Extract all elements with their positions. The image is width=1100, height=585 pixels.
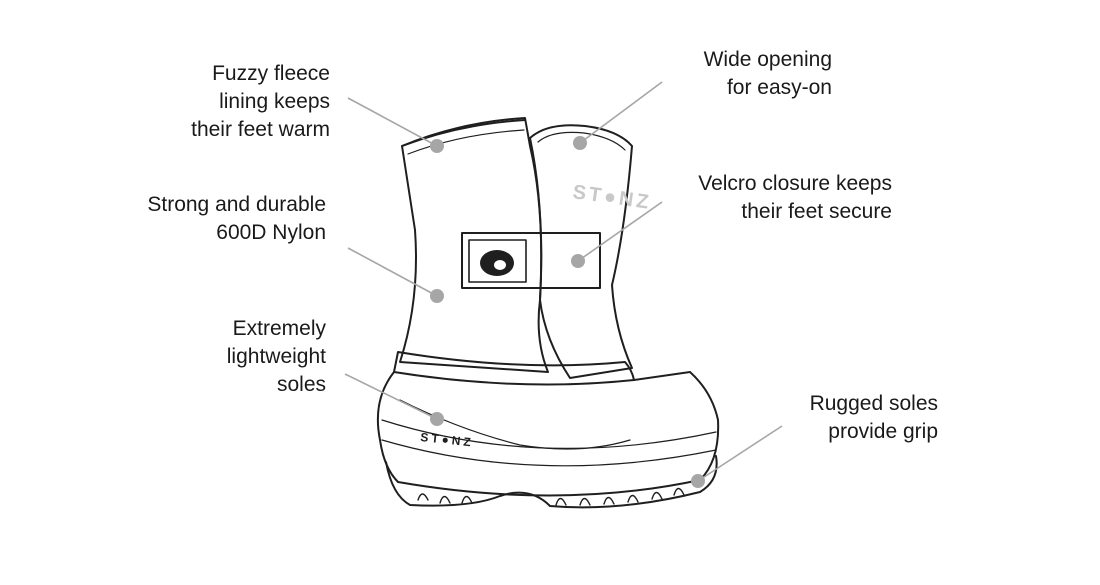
callout-dots (430, 136, 705, 488)
tread-lugs (417, 487, 685, 506)
dot-rugged (691, 474, 705, 488)
brand-mark-toe: ST●NZ (420, 430, 475, 450)
foot-logo-icon (480, 250, 514, 276)
callout-soles: Extremely lightweight soles (227, 315, 326, 399)
leader-velcro (577, 201, 663, 262)
dot-opening (573, 136, 587, 150)
boot-shell-top (393, 351, 635, 386)
callout-fleece-line-3: their feet warm (191, 118, 330, 141)
callout-velcro-line-2: their feet secure (741, 200, 892, 223)
brand-mark-upper: ST●NZ (571, 181, 653, 214)
callout-rugged-line-1: Rugged soles (809, 392, 938, 415)
callout-nylon-line-2: 600D Nylon (216, 221, 326, 244)
callout-soles-line-2: lightweight (226, 345, 326, 368)
callout-opening-line-1: Wide opening (703, 48, 832, 71)
dot-nylon (430, 289, 444, 303)
leader-opening (579, 81, 663, 144)
leader-nylon (347, 247, 438, 297)
leader-rugged (697, 425, 783, 482)
callout-fleece: Fuzzy fleece lining keeps their feet war… (191, 60, 330, 144)
leader-lines (344, 81, 783, 482)
dot-velcro (571, 254, 585, 268)
leader-soles (344, 373, 438, 420)
callout-fleece-line-2: lining keeps (219, 90, 330, 113)
velcro-strap (461, 232, 601, 289)
boot-outsole (385, 455, 718, 509)
callout-fleece-line-1: Fuzzy fleece (212, 62, 330, 85)
callout-nylon-line-1: Strong and durable (147, 193, 326, 216)
boot-tongue (529, 124, 633, 379)
callout-velcro: Velcro closure keeps their feet secure (698, 170, 892, 226)
callout-rugged: Rugged soles provide grip (810, 390, 938, 446)
callout-rugged-line-2: provide grip (828, 420, 938, 443)
boot-collar-back (401, 119, 526, 147)
callout-velcro-line-1: Velcro closure keeps (698, 172, 892, 195)
callout-soles-line-1: Extremely (232, 317, 326, 340)
callout-soles-line-3: soles (276, 373, 326, 396)
logo-patch (468, 239, 527, 283)
callout-nylon: Strong and durable 600D Nylon (147, 191, 326, 247)
dot-fleece (430, 139, 444, 153)
leader-fleece (347, 97, 438, 147)
callout-opening: Wide opening for easy-on (704, 46, 832, 102)
boot-lower-shell (376, 371, 720, 497)
dot-soles (430, 412, 444, 426)
callout-opening-line-2: for easy-on (726, 76, 832, 99)
